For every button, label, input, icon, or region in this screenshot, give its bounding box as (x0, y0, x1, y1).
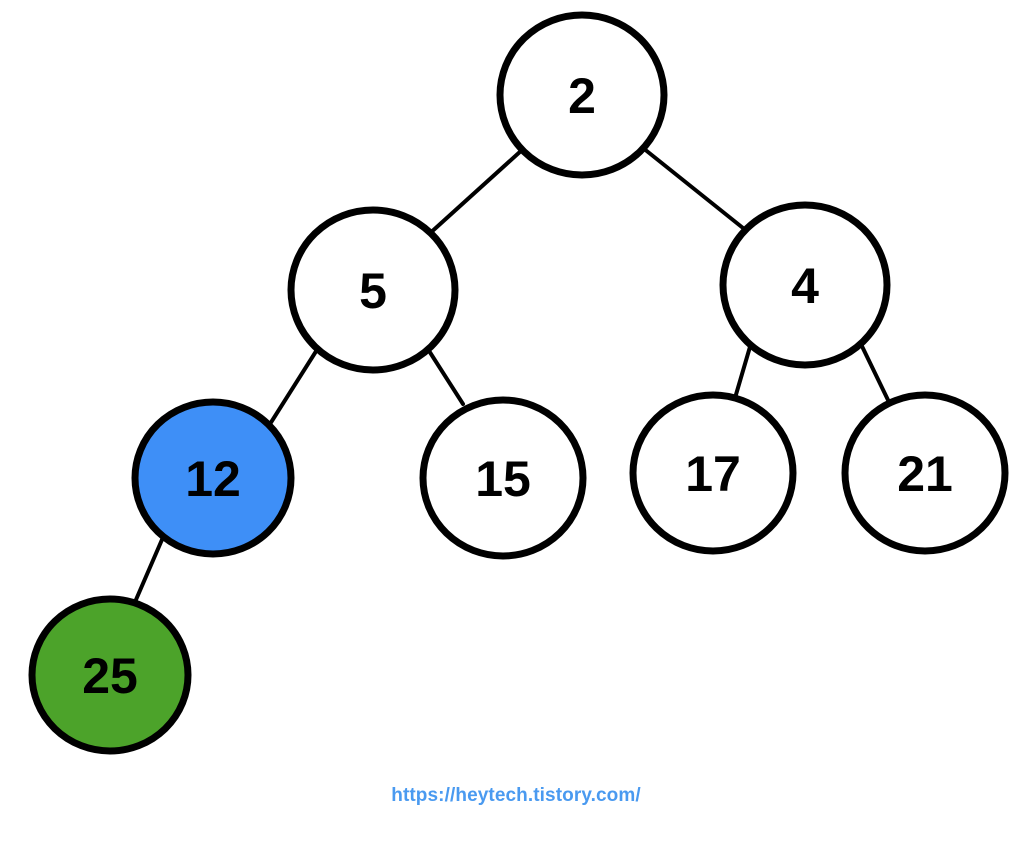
node-label-5: 5 (359, 263, 387, 319)
node-label-4: 4 (791, 258, 819, 314)
node-circle-17 (629, 391, 797, 555)
tree-node-5[interactable]: 5 (287, 206, 459, 374)
tree-node-15[interactable]: 15 (419, 396, 587, 560)
node-circle-5 (287, 206, 459, 374)
tree-node-12[interactable]: 12 (131, 398, 295, 558)
node-circle-15 (419, 396, 587, 560)
tree-edge-n2-to-n5 (426, 148, 524, 237)
tree-edge-n5-to-n12 (268, 343, 322, 426)
node-label-15: 15 (475, 451, 531, 507)
node-circle-4 (719, 201, 891, 369)
tree-node-17[interactable]: 17 (629, 391, 797, 555)
node-circle-2 (496, 11, 668, 179)
tree-edge-n5-to-n15 (422, 341, 465, 406)
tree-edge-n2-to-n4 (641, 146, 750, 234)
node-label-25: 25 (82, 648, 138, 704)
node-circle-21 (841, 391, 1009, 555)
node-circle-12 (131, 398, 295, 558)
node-label-12: 12 (185, 451, 241, 507)
tree-edge-n4-to-n21 (856, 336, 890, 402)
source-url-link[interactable]: https://heytech.tistory.com/ (391, 785, 641, 806)
tree-node-25[interactable]: 25 (28, 595, 192, 755)
tree-edge-n12-to-n25 (133, 533, 166, 604)
node-label-2: 2 (568, 68, 596, 124)
edge-layer (133, 146, 890, 604)
node-label-17: 17 (685, 446, 741, 502)
tree-node-2[interactable]: 2 (496, 11, 668, 179)
tree-edge-n4-to-n17 (733, 338, 754, 400)
node-circle-25 (28, 595, 192, 755)
tree-node-21[interactable]: 21 (841, 391, 1009, 555)
node-label-21: 21 (897, 446, 953, 502)
tree-node-4[interactable]: 4 (719, 201, 891, 369)
